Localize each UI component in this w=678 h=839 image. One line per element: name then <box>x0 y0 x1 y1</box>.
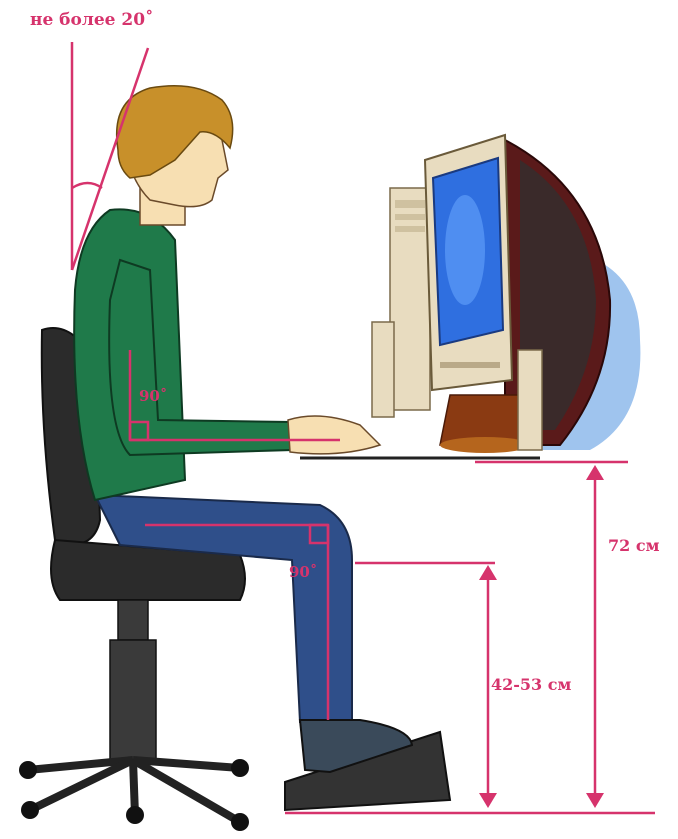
computer-system-unit <box>390 188 430 410</box>
elbow-angle-label: 90˚ <box>139 387 167 405</box>
desk-height-label: 72 см <box>608 536 659 555</box>
head-tilt-label: не более 20˚ <box>30 10 154 30</box>
seat-height-label: 42-53 см <box>491 675 571 694</box>
arrow-heads <box>479 465 604 808</box>
knee-angle-label: 90˚ <box>289 563 317 581</box>
